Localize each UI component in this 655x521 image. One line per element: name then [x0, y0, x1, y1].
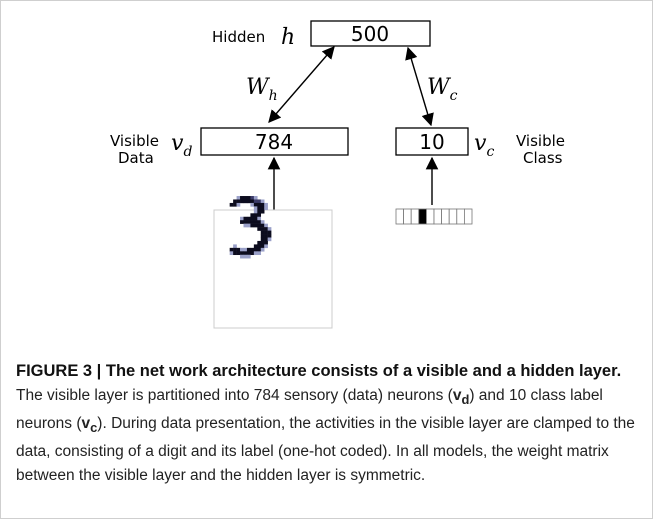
visible-data-label-line1: Visible [110, 132, 159, 150]
caption-text-1: The visible layer is partitioned into 78… [16, 387, 453, 404]
one-hot-cell [448, 208, 458, 225]
visible-class-label-line2: Class [523, 149, 563, 167]
one-hot-cell [418, 208, 427, 225]
weight-arrow-class [405, 46, 434, 127]
hidden-units-count: 500 [351, 22, 389, 46]
one-hot-cell [456, 208, 465, 225]
caption-text-2: ) and 10 class label neurons ( [16, 387, 603, 433]
caption-text-3: ). During data presentation, the activit… [16, 415, 635, 485]
visible-class-units-count: 10 [419, 130, 444, 154]
visible-data-box [200, 127, 349, 156]
figure-diagram: Hidden h 500 Wh Wc Visible Data vd 784 1… [110, 20, 565, 329]
visible-class-symbol: vc [474, 131, 494, 160]
visible-data-units-count: 784 [255, 130, 293, 154]
one-hot-cell [463, 208, 473, 225]
one-hot-cell [441, 208, 450, 225]
caption-vector-vc: vc [81, 415, 98, 436]
weight-symbol-class: Wc [427, 75, 458, 104]
caption-heading: FIGURE 3 | The net work architecture con… [16, 362, 622, 380]
visible-class-box [395, 127, 469, 156]
one-hot-label-vector [395, 208, 473, 225]
network-diagram-svg: Hidden h 500 Wh Wc Visible Data vd 784 1… [110, 20, 565, 329]
hidden-symbol: h [281, 25, 295, 50]
one-hot-cell [425, 208, 435, 225]
visible-data-symbol: vd [171, 131, 192, 160]
caption-vector-vd: vd [452, 387, 470, 408]
visible-class-label-line1: Visible [516, 132, 565, 150]
visible-data-label-line2: Data [118, 149, 154, 167]
figure-caption: FIGURE 3 | The net work architecture con… [16, 359, 640, 488]
weight-arrow-data [268, 46, 335, 123]
digit-image-frame [213, 209, 333, 329]
digit-image [229, 196, 272, 259]
one-hot-cell [410, 208, 420, 225]
weight-symbol-data: Wh [246, 75, 278, 104]
hidden-layer-box [310, 20, 431, 47]
hidden-layer-label: Hidden [212, 28, 265, 46]
one-hot-cell [403, 208, 412, 225]
one-hot-cell [395, 208, 404, 225]
one-hot-cell [433, 208, 442, 225]
